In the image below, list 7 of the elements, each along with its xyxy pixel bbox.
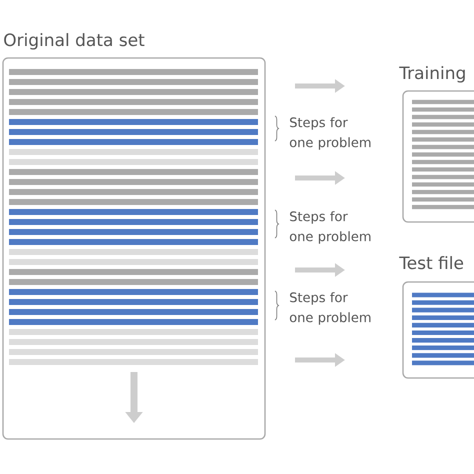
file-panel: Test file bbox=[399, 256, 474, 379]
brace-label: Steps for one problem bbox=[290, 292, 370, 325]
node-label: Original data set bbox=[4, 33, 144, 50]
data-panel: Original data set bbox=[2, 33, 266, 440]
file-panel: Training bbox=[399, 66, 474, 223]
brace-label: Steps for one problem bbox=[290, 211, 370, 244]
brace-label: Steps for one problem bbox=[290, 117, 370, 150]
